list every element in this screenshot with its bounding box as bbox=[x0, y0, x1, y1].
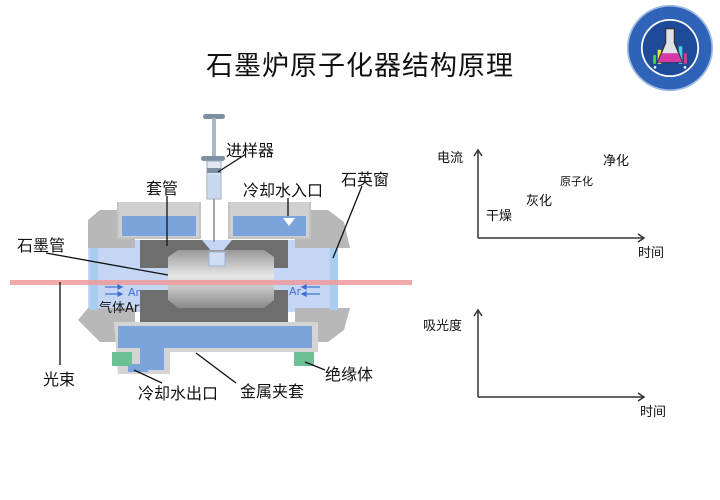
insulator-left bbox=[112, 352, 132, 366]
light-beam bbox=[10, 280, 412, 285]
label-water-outlet: 冷却水出口 bbox=[138, 384, 219, 403]
top-water-right bbox=[233, 216, 306, 236]
syringe-plunger-head bbox=[207, 168, 221, 173]
quartz-window-right bbox=[330, 248, 338, 310]
label-ar-right: Ar bbox=[289, 285, 302, 298]
syringe-plunger-top bbox=[203, 114, 225, 119]
ar-arrows-left bbox=[105, 284, 124, 297]
label-insulator: 绝缘体 bbox=[325, 365, 374, 384]
quartz-window-left bbox=[90, 248, 98, 310]
chart1-stage-ash: 灰化 bbox=[526, 194, 553, 209]
sample-droplet bbox=[208, 251, 226, 267]
chart2-xlabel: 时间 bbox=[640, 405, 667, 420]
chart1-ylabel: 电流 bbox=[437, 151, 464, 166]
label-metal-jacket: 金属夹套 bbox=[240, 382, 305, 401]
label-water-inlet: 冷却水入口 bbox=[243, 181, 324, 200]
leader-injector bbox=[217, 153, 247, 173]
syringe-flange bbox=[201, 156, 225, 161]
leader-graphite-tube bbox=[45, 252, 169, 276]
chart1-x-arrow bbox=[637, 233, 646, 243]
label-injector: 进样器 bbox=[226, 141, 275, 160]
leader-quartz-window bbox=[332, 185, 363, 259]
ar-arrows-right bbox=[300, 284, 320, 297]
chart2-y-arrow bbox=[473, 308, 483, 317]
chart2-x-arrow bbox=[637, 392, 646, 402]
label-sleeve: 套管 bbox=[146, 179, 179, 198]
chart1-stage-dry: 干燥 bbox=[486, 209, 513, 224]
chart2-axes bbox=[473, 308, 646, 402]
leader-water-outlet bbox=[133, 369, 163, 384]
leader-insulator bbox=[304, 361, 326, 371]
insulator-right bbox=[294, 352, 314, 366]
chart1-y-arrow bbox=[473, 148, 483, 157]
syringe-liquid bbox=[208, 174, 220, 198]
chart2-ylabel: 吸光度 bbox=[423, 319, 463, 334]
water-outlet bbox=[128, 364, 148, 372]
water-inlet-arrow bbox=[283, 218, 295, 226]
flask-seal-logo bbox=[626, 4, 714, 92]
chart1-axes bbox=[473, 148, 646, 243]
chart1-stage-atomize: 原子化 bbox=[560, 175, 593, 188]
page-title: 石墨炉原子化器结构原理 bbox=[206, 51, 514, 82]
syringe-rod bbox=[212, 118, 216, 156]
top-water-left bbox=[122, 216, 196, 236]
leader-metal-jacket bbox=[195, 352, 237, 384]
label-ar-left: Ar bbox=[128, 286, 141, 299]
bottom-water bbox=[118, 326, 312, 370]
label-light-beam: 光束 bbox=[43, 370, 76, 389]
chart1-xlabel: 时间 bbox=[638, 246, 665, 261]
label-gas-ar: 气体Ar bbox=[99, 301, 140, 316]
label-graphite-tube: 石墨管 bbox=[17, 236, 66, 255]
graphite-tube bbox=[168, 250, 274, 308]
label-quartz-window: 石英窗 bbox=[341, 170, 390, 189]
chart1-stage-clean: 净化 bbox=[603, 154, 630, 169]
